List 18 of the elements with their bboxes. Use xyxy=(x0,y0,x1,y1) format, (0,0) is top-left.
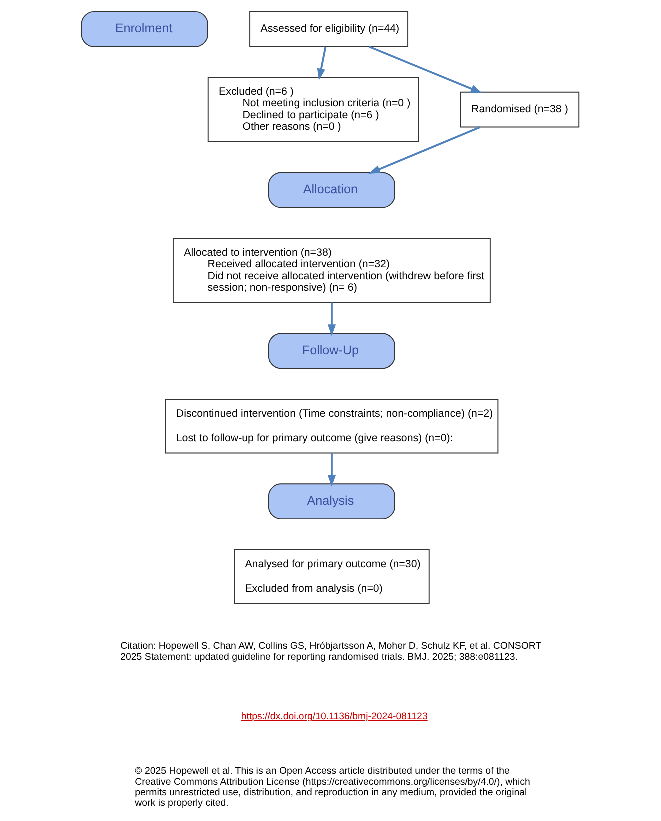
node-box: Excluded (n=6 ) Not meeting inclusion criteria (n=0 ) Declined to participate (n=6 ) Other reasons (n=0 ) xyxy=(208,77,420,142)
node-box: Follow-Up xyxy=(268,333,396,370)
arrow xyxy=(368,126,480,174)
node-box: Discontinued intervention (Time constraints; non-compliance) (n=2) Lost to follow-up for primary outcome (give reasons) (n=0): xyxy=(165,399,499,454)
node-box: Analysed for primary outcome (n=30) Excluded from analysis (n=0) xyxy=(234,550,430,604)
arrow xyxy=(317,46,327,81)
node-box: Enrolment xyxy=(81,11,208,48)
node-box: Allocated to intervention (n=38) Received allocated intervention (n=32) Did not receive allocated intervention (withdrew before first session; non-responsive) (n= 6) xyxy=(172,238,491,304)
arrow xyxy=(328,302,336,336)
node-box: Analysis xyxy=(268,484,396,520)
node-box: Allocation xyxy=(268,172,396,208)
arrow xyxy=(328,453,336,487)
node-box: Assessed for eligibility (n=44) xyxy=(250,11,409,48)
arrow xyxy=(369,46,483,94)
label: https://dx.doi.org/10.1136/bmj-2024-081123 xyxy=(241,711,428,722)
node-box: Randomised (n=38 ) xyxy=(460,92,580,128)
label: Citation: Hopewell S, Chan AW, Collins GS, Hróbjartsson A, Moher D, Schulz KF, et al. CONSORT 2025 Statement: updated guideline for reporting randomised trials. BMJ. 2025; 388:e081123. xyxy=(120,641,542,663)
label: © 2025 Hopewell et al. This is an Open Access article distributed under the terms of the Creative Commons Attribution License (https://creativecommons.org/licenses/by/4.0/), which permits unrestricted use, distribution, and reproduction in any medium, provided the original work is properly cited. xyxy=(135,766,530,810)
